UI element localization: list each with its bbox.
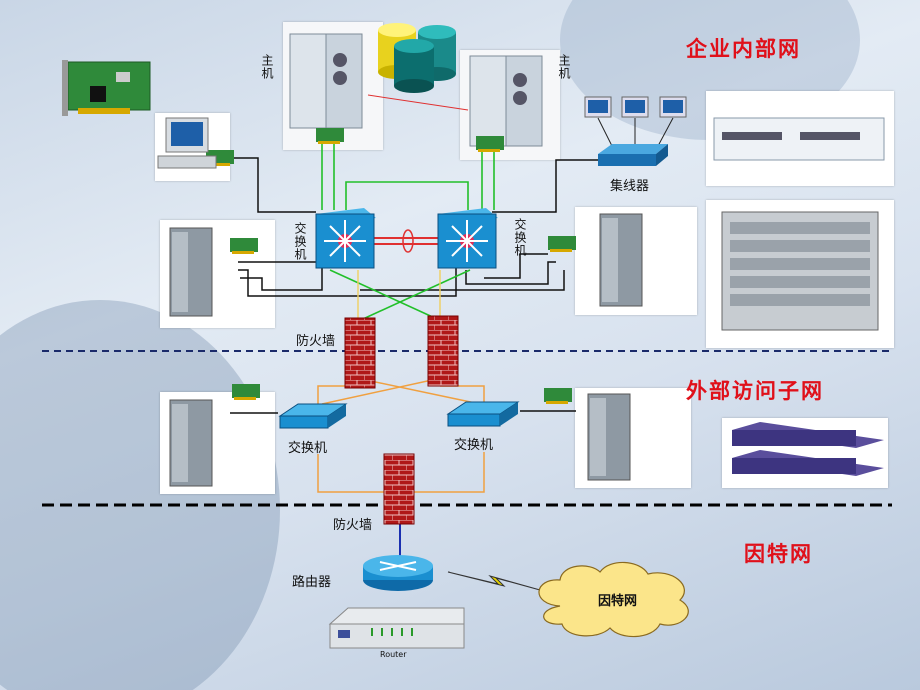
- label-firewall-top: 防火墙: [296, 334, 336, 349]
- label-firewall-bottom: 防火墙: [333, 518, 373, 533]
- rack-switch-device: [713, 117, 885, 161]
- firewall-top-right: [427, 315, 459, 387]
- nic-card-icon: [230, 238, 258, 254]
- stacked-switch-device: [732, 422, 884, 476]
- core-switch-right: [437, 208, 498, 269]
- tower-server-icon: [169, 399, 213, 487]
- zone-title-external: 外部访问子网: [686, 379, 824, 403]
- nic-card-icon: [544, 388, 572, 404]
- client-pc-icon: [621, 96, 649, 118]
- label-dmz-switch-left: 交换机: [288, 441, 328, 456]
- zone-title-internal: 企业内部网: [686, 37, 801, 61]
- label-core-switch-left: 交换机: [293, 222, 307, 261]
- chassis-device: [721, 211, 879, 331]
- zone-title-internet: 因特网: [744, 542, 813, 566]
- black-links: [230, 157, 598, 414]
- host-server-left: [289, 33, 363, 129]
- router-hardware: [328, 607, 465, 649]
- tower-server-icon: [169, 227, 213, 317]
- hub-icon: [598, 144, 668, 166]
- dmz-switch-right: [446, 401, 520, 427]
- pc-workstation-icon: [157, 117, 217, 169]
- tower-server-icon: [599, 213, 643, 307]
- firewall-top-left: [344, 317, 376, 389]
- label-hub: 集线器: [610, 179, 650, 194]
- client-pc-icon: [659, 96, 687, 118]
- core-switch-left: [315, 208, 376, 269]
- nic-card-icon: [232, 384, 260, 400]
- label-host-left: 主机: [260, 54, 274, 80]
- wan-link-bolt: [447, 571, 541, 591]
- nic-card-icon: [62, 60, 151, 116]
- nic-card-icon: [476, 136, 504, 152]
- label-router-device-tag: Router: [380, 650, 407, 659]
- database-icon: [378, 23, 456, 93]
- tower-server-icon: [587, 393, 631, 481]
- host-red-link: [367, 94, 469, 111]
- label-core-switch-right: 交换机: [513, 218, 527, 257]
- firewall-bottom: [383, 453, 415, 525]
- nic-card-icon: [548, 236, 576, 252]
- internet-cloud: [538, 561, 689, 638]
- label-router: 路由器: [292, 575, 332, 590]
- label-cloud: 因特网: [598, 594, 638, 609]
- router-icon: [363, 555, 433, 591]
- green-links: [321, 144, 495, 325]
- client-pc-icon: [584, 96, 612, 118]
- dmz-switch-left: [278, 403, 348, 429]
- label-host-right: 主机: [557, 54, 571, 80]
- label-dmz-switch-right: 交换机: [454, 438, 494, 453]
- nic-card-icon: [316, 128, 344, 144]
- host-server-right: [469, 55, 543, 147]
